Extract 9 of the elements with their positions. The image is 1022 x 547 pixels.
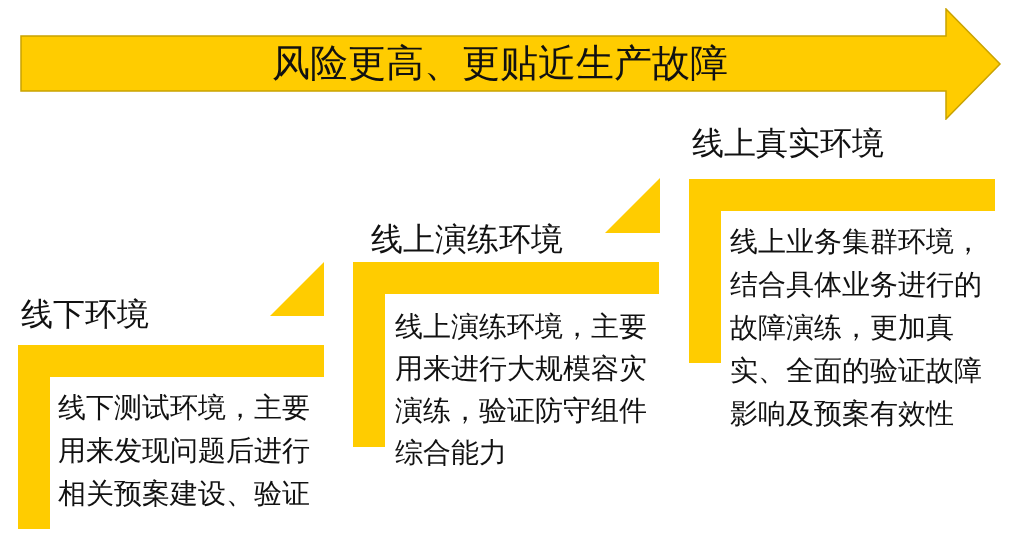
step-heading: 线下环境 (21, 298, 149, 330)
step-description: 线上演练环境，主要用来进行大规模容灾演练，验证防守组件综合能力 (395, 309, 648, 471)
step-bracket (18, 296, 324, 529)
step-description: 线下测试环境，主要用来发现问题后进行相关预案建设、验证 (58, 390, 311, 512)
arrow-title: 风险更高、更贴近生产故障 (272, 44, 728, 82)
banner-arrow (20, 8, 1002, 120)
step-heading: 线上演练环境 (371, 223, 563, 255)
step-description: 线上业务集群环境，结合具体业务进行的故障演练，更加真实、全面的验证故障影响及预案有效性 (730, 224, 983, 432)
step-heading: 线上真实环境 (692, 127, 884, 159)
